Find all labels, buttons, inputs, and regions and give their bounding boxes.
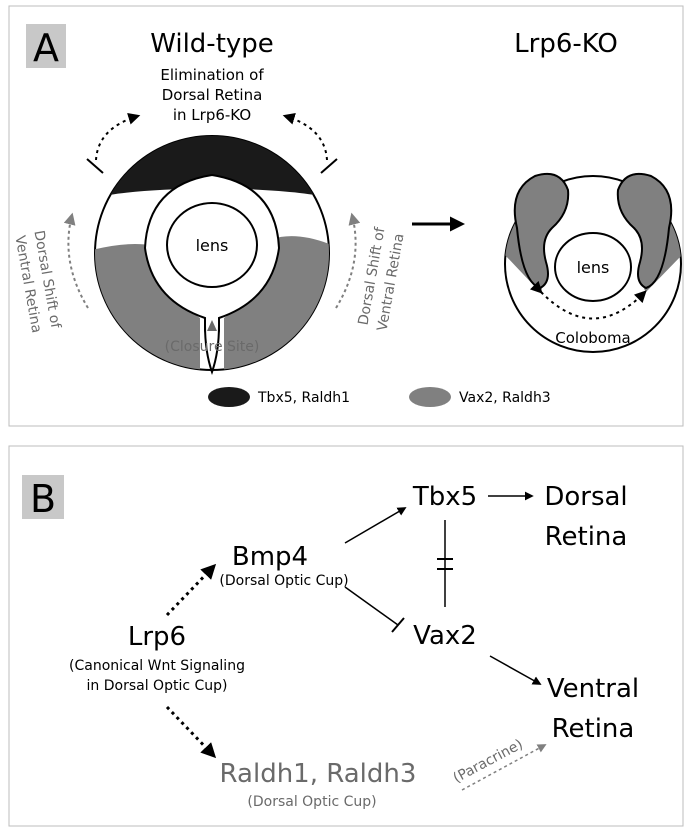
legend-label-dark: Tbx5, Raldh1 bbox=[257, 390, 350, 406]
paracrine-label: (Paracrine) bbox=[451, 736, 526, 786]
legend-swatch-gray bbox=[409, 387, 451, 407]
closure-site-label: (Closure Site) bbox=[165, 339, 260, 355]
lens-wildtype bbox=[166, 202, 258, 288]
edge-lrp6-raldh bbox=[165, 705, 217, 759]
node-ventral-retina-line2: Retina bbox=[552, 714, 635, 744]
elimination-label-line1: Elimination of bbox=[160, 66, 264, 84]
elimination-label-line3: in Lrp6-KO bbox=[173, 106, 251, 124]
lens-ko-label: lens bbox=[577, 258, 610, 277]
closure-cleft bbox=[204, 324, 220, 376]
lens-wildtype-label: lens bbox=[196, 236, 229, 255]
left-shift-arrow bbox=[63, 212, 89, 309]
panel-b-letter: B bbox=[30, 477, 56, 521]
edge-bmp4-vax2-tbar bbox=[391, 617, 405, 633]
node-raldh: Raldh1, Raldh3 bbox=[220, 759, 417, 789]
node-bmp4: Bmp4 bbox=[232, 542, 308, 572]
coloboma-label: Coloboma bbox=[555, 329, 631, 347]
wildtype-title: Wild-type bbox=[150, 29, 274, 59]
node-dorsal-retina-line1: Dorsal bbox=[544, 482, 627, 512]
ko-eye: lens bbox=[504, 172, 682, 353]
node-raldh-sublabel: (Dorsal Optic Cup) bbox=[247, 794, 376, 810]
edge-vax2-ventral bbox=[489, 655, 542, 685]
legend-label-gray: Vax2, Raldh3 bbox=[459, 390, 551, 406]
panel-b-letter-box bbox=[22, 475, 64, 519]
node-vax2: Vax2 bbox=[413, 621, 477, 651]
node-dorsal-retina-line2: Retina bbox=[545, 522, 628, 552]
edge-raldh-ventral-paracrine bbox=[461, 744, 547, 791]
node-ventral-retina-line1: Ventral bbox=[547, 674, 639, 704]
elimination-bar-right bbox=[320, 158, 338, 174]
elimination-label-line2: Dorsal Retina bbox=[162, 86, 263, 104]
node-lrp6: Lrp6 bbox=[128, 622, 186, 652]
panel-a-letter-box bbox=[26, 24, 66, 68]
node-tbx5: Tbx5 bbox=[412, 482, 477, 512]
node-lrp6-sublabel-line1: (Canonical Wnt Signaling bbox=[69, 658, 245, 674]
ko-title: Lrp6-KO bbox=[514, 29, 618, 59]
node-bmp4-sublabel: (Dorsal Optic Cup) bbox=[219, 573, 348, 589]
panel-b-frame bbox=[8, 445, 684, 827]
edge-bmp4-tbx5 bbox=[344, 507, 407, 544]
edge-lrp6-bmp4 bbox=[165, 563, 217, 617]
node-lrp6-sublabel-line2: in Dorsal Optic Cup) bbox=[87, 678, 228, 694]
elimination-arrow-right bbox=[282, 113, 328, 161]
elimination-bar-left bbox=[86, 158, 104, 174]
coloboma-arrow bbox=[529, 280, 647, 320]
panel-a-frame bbox=[8, 5, 684, 427]
elimination-arrow-left bbox=[95, 113, 141, 161]
right-shift-arrow bbox=[335, 212, 361, 309]
edge-bmp4-vax2-inhibit bbox=[344, 586, 399, 626]
closure-site-marker bbox=[207, 320, 217, 331]
legend-swatch-dark bbox=[208, 387, 250, 407]
panel-a-letter: A bbox=[33, 26, 59, 70]
